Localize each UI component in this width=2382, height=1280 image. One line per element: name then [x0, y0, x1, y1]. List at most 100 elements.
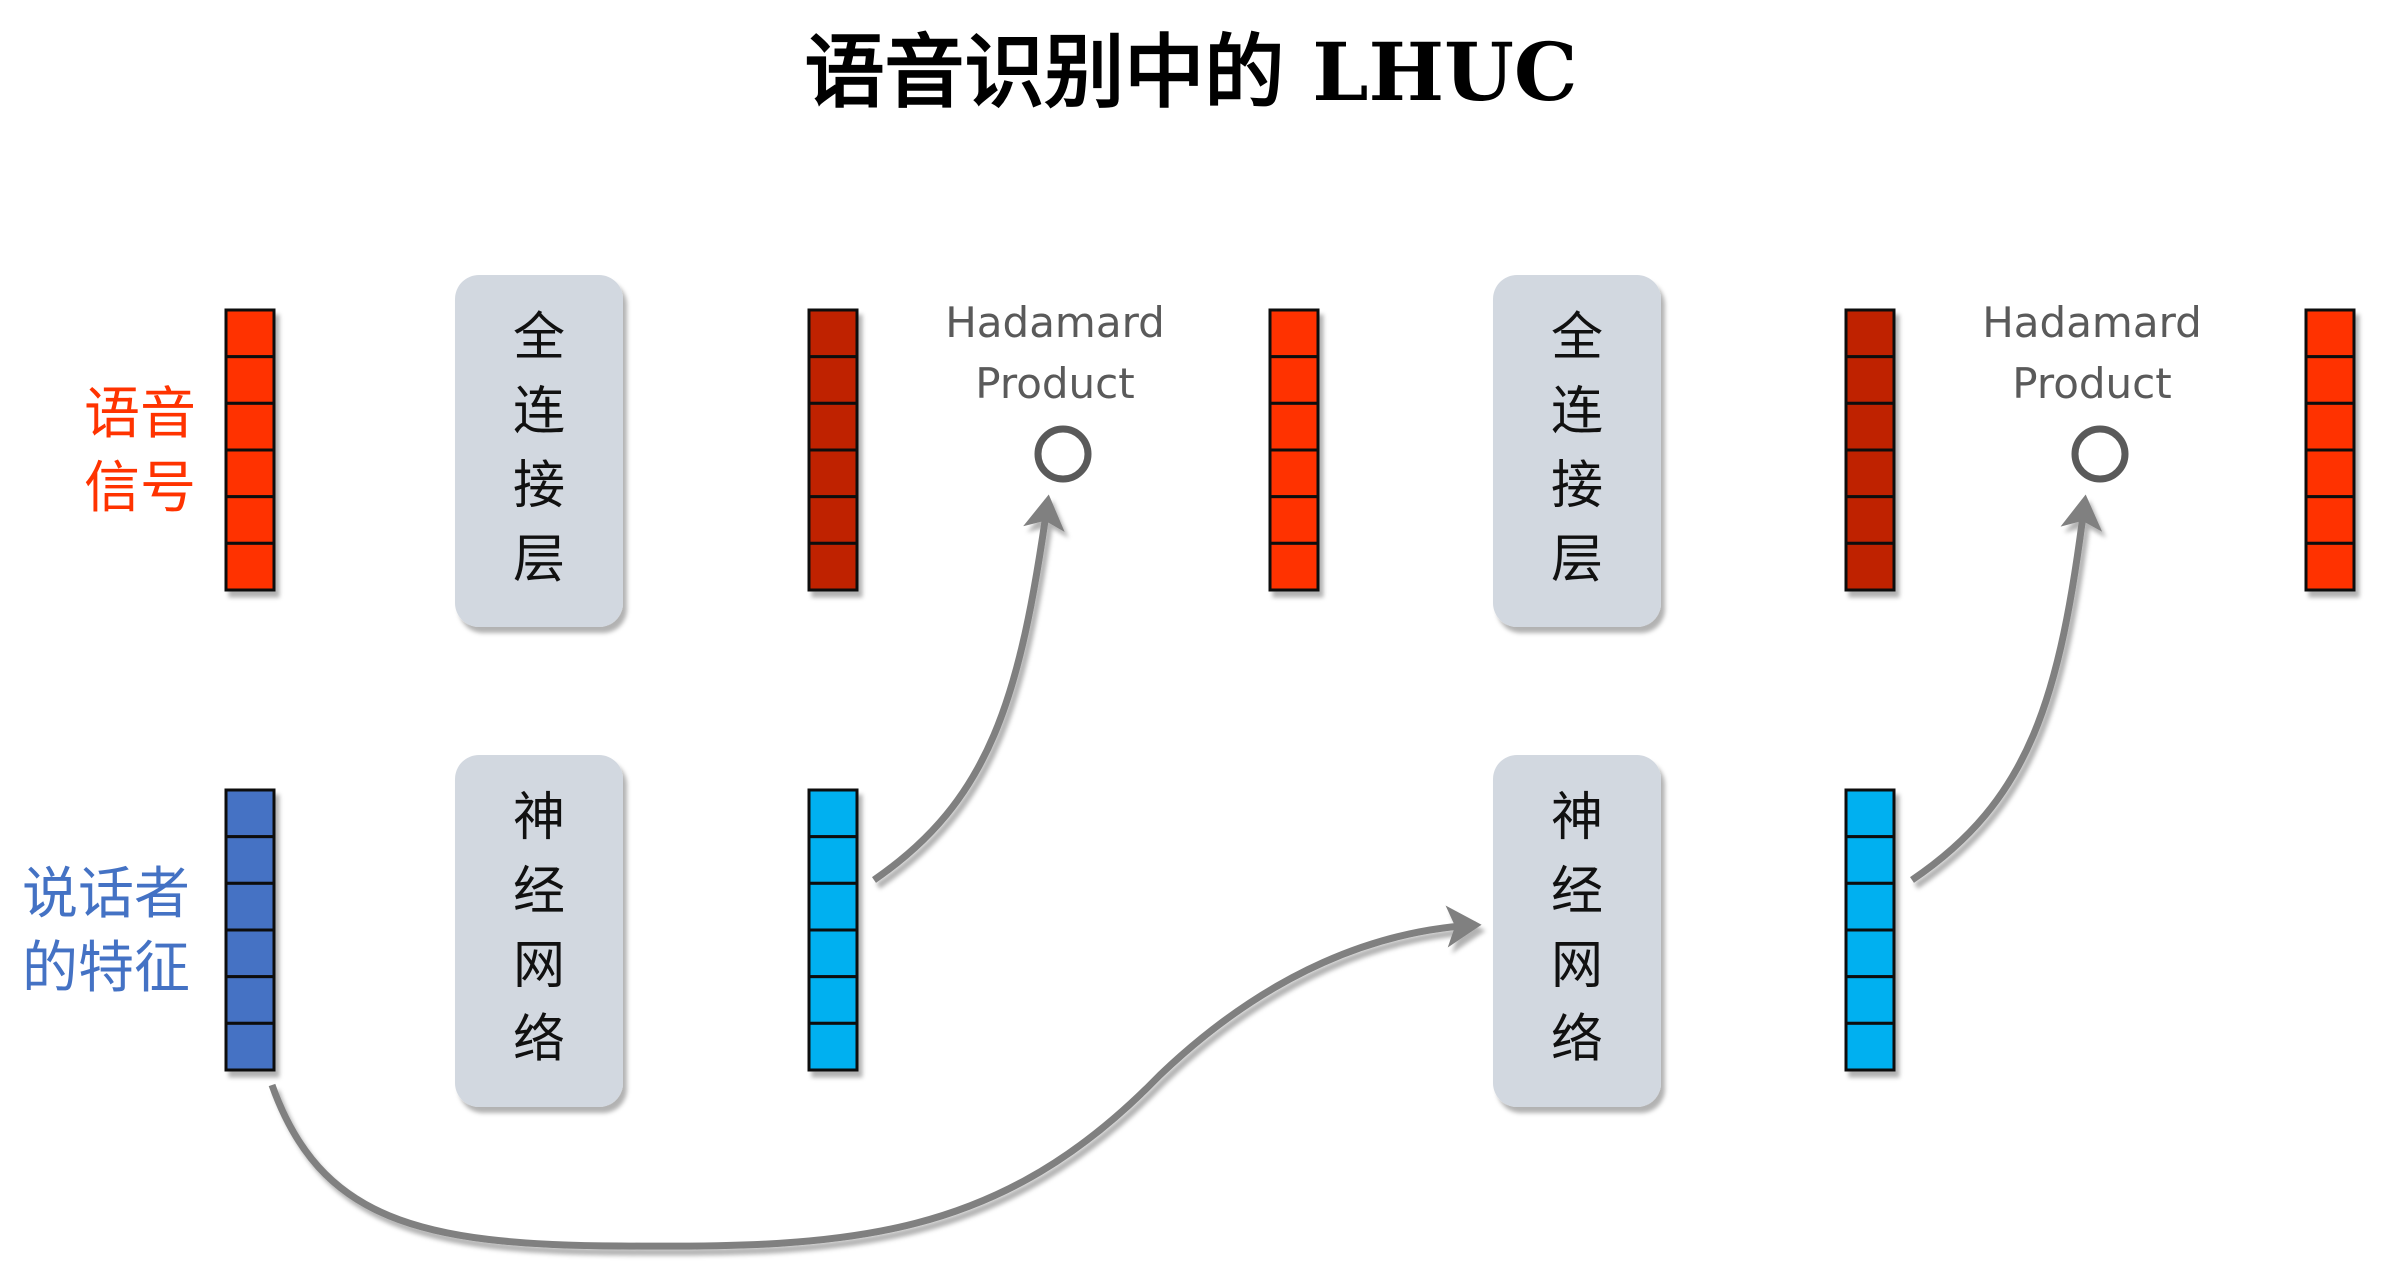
- vector-cell: [1268, 308, 1320, 359]
- hadamard-label-line1: Hadamard: [945, 298, 1165, 347]
- arrow-nn1-vector-to-hadamard1: [872, 494, 1065, 883]
- layer-box-char: 连: [513, 382, 565, 442]
- speech-signal-label: 语音 信号: [70, 378, 210, 526]
- arrows-group: [268, 430, 2288, 1250]
- vector-cell: [2304, 495, 2356, 545]
- fc1-output-vector: [807, 308, 859, 592]
- vector-cell: [2304, 541, 2356, 592]
- vector-cell: [224, 448, 276, 499]
- vector-cell: [224, 355, 276, 405]
- vector-cell: [807, 975, 859, 1025]
- vector-cell: [224, 495, 276, 545]
- vector-cell: [807, 541, 859, 592]
- speaker-feature-label-line2: 的特征: [22, 936, 190, 1001]
- vector-cell: [1844, 788, 1896, 839]
- layer-box-char: 络: [1551, 1010, 1603, 1070]
- speaker-feature-label: 说话者 的特征: [6, 858, 206, 1006]
- speech-signal-label-line2: 信号: [84, 456, 196, 521]
- nn1-output-vector: [807, 788, 859, 1072]
- vector-cell: [2304, 448, 2356, 499]
- layer-box-char: 层: [1551, 530, 1603, 590]
- vector-cell: [807, 835, 859, 885]
- fc2-output-vector: [1844, 308, 1896, 592]
- vector-cell: [1268, 448, 1320, 499]
- hadamard-label-line2: Product: [975, 359, 1134, 408]
- vector-cell: [224, 308, 276, 359]
- vector-cell: [807, 788, 859, 839]
- vector-cell: [807, 355, 859, 405]
- layer-box-bg: [1493, 755, 1661, 1107]
- speaker-feature-vector: [224, 788, 276, 1072]
- layer-box-char: 神: [1551, 788, 1603, 848]
- vector-cell: [1844, 881, 1896, 932]
- vector-cell: [1268, 355, 1320, 405]
- hadamard-circle-icon: [1034, 425, 1092, 483]
- hadamard-label-line1: Hadamard: [1982, 298, 2202, 347]
- vector-cell: [224, 1021, 276, 1072]
- vector-cell: [1844, 1021, 1896, 1072]
- arrow-nn2-vector-to-hadamard2: [1910, 494, 2103, 883]
- vector-cell: [1844, 495, 1896, 545]
- vector-cell: [1844, 448, 1896, 499]
- layer-box-bg: [455, 275, 623, 627]
- layer-box-char: 经: [1551, 862, 1603, 922]
- vector-cell: [1844, 355, 1896, 405]
- vector-cell: [807, 881, 859, 932]
- vector-cell: [1268, 541, 1320, 592]
- vector-cell: [224, 835, 276, 885]
- vector-cell: [224, 541, 276, 592]
- speech-input-vector: [224, 308, 276, 592]
- vector-cell: [1844, 928, 1896, 979]
- page-title: 语音识别中的 LHUC: [804, 25, 1578, 119]
- vector-cell: [807, 401, 859, 452]
- vector-cell: [224, 788, 276, 839]
- vectors-group: [224, 308, 2356, 1072]
- layer-box-char: 接: [1551, 456, 1603, 516]
- arrow-speaker-to-nn2: [268, 905, 1482, 1250]
- layer-box-char: 经: [513, 862, 565, 922]
- vector-cell: [807, 928, 859, 979]
- vector-cell: [1268, 401, 1320, 452]
- vector-cell: [1844, 308, 1896, 359]
- final-output-vector: [2304, 308, 2356, 592]
- layer-box-char: 网: [1551, 936, 1603, 996]
- vector-cell: [2304, 355, 2356, 405]
- layer-box-char: 络: [513, 1010, 565, 1070]
- vector-cell: [1844, 541, 1896, 592]
- vector-cell: [807, 495, 859, 545]
- vector-cell: [224, 975, 276, 1025]
- layer-box-char: 接: [513, 456, 565, 516]
- vector-cell: [224, 881, 276, 932]
- layer-box-bg: [455, 755, 623, 1107]
- speech-signal-label-line1: 语音: [84, 382, 196, 447]
- vector-cell: [807, 448, 859, 499]
- layer-box-char: 层: [513, 530, 565, 590]
- layer-box-char: 神: [513, 788, 565, 848]
- layer-box-char: 全: [513, 308, 565, 368]
- vector-cell: [807, 308, 859, 359]
- layer-box-char: 网: [513, 936, 565, 996]
- vector-cell: [1268, 495, 1320, 545]
- hadamard1-output-vector: [1268, 308, 1320, 592]
- vector-cell: [807, 1021, 859, 1072]
- vector-cell: [2304, 401, 2356, 452]
- vector-cell: [2304, 308, 2356, 359]
- vector-cell: [224, 401, 276, 452]
- nn2-output-vector: [1844, 788, 1896, 1072]
- hadamard-label-line2: Product: [2012, 359, 2171, 408]
- speaker-feature-label-line1: 说话者: [22, 862, 190, 927]
- layer-box-char: 连: [1551, 382, 1603, 442]
- vector-cell: [1844, 975, 1896, 1025]
- hadamard-circle-icon: [2071, 425, 2129, 483]
- vector-cell: [1844, 401, 1896, 452]
- layer-box-char: 全: [1551, 308, 1603, 368]
